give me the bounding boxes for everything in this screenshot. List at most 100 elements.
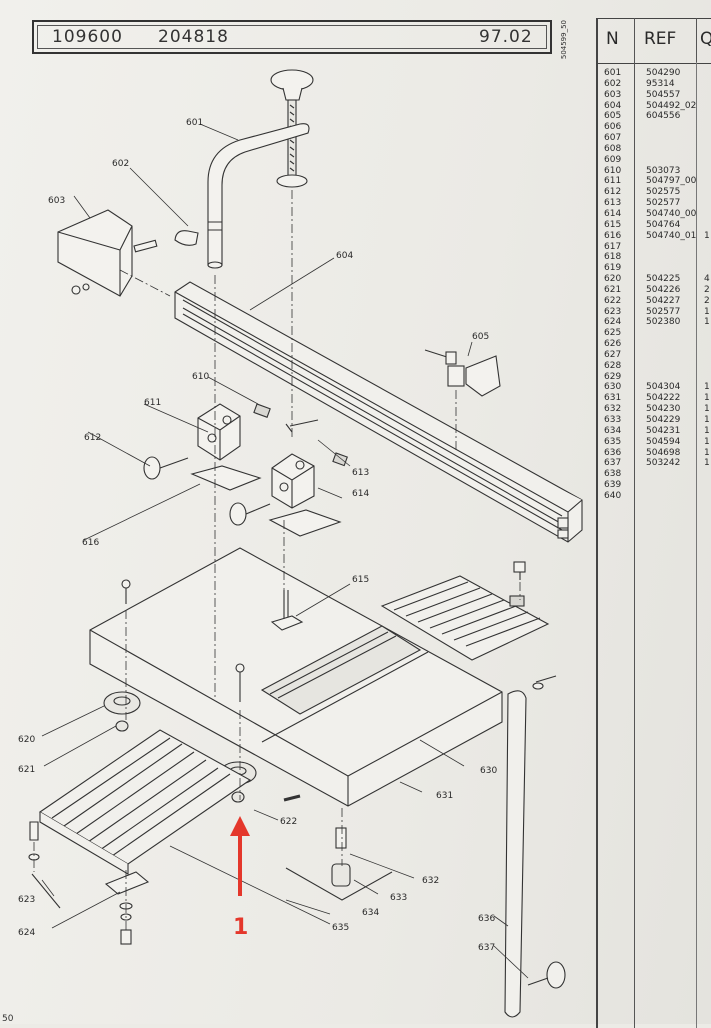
reference-code: 504797_00 <box>646 176 697 187</box>
reference-code: 504557 <box>646 89 681 100</box>
part-number: 634 <box>604 425 622 436</box>
callout-630: 630 <box>480 766 497 776</box>
reference-code: 504740_00 <box>646 208 697 219</box>
quantity: 2 <box>704 284 710 295</box>
part-number: 628 <box>604 360 622 371</box>
callout-636: 636 <box>478 914 495 924</box>
part-number: 636 <box>604 447 622 458</box>
callout-601: 601 <box>186 118 203 128</box>
column-ref: REF <box>644 29 677 49</box>
long-rod <box>504 675 566 1018</box>
part-number: 615 <box>604 219 622 230</box>
page-number: 50 <box>2 1014 14 1024</box>
part-number: 604 <box>604 100 622 111</box>
reference-code: 503073 <box>646 165 681 176</box>
callout-634: 634 <box>362 908 379 918</box>
part-number: 635 <box>604 436 622 447</box>
callout-620: 620 <box>18 735 35 745</box>
lock-lever <box>28 821 150 945</box>
reference-code: 504764 <box>646 219 681 230</box>
callout-624: 624 <box>18 928 35 938</box>
reference-code: 504222 <box>646 393 681 404</box>
end-block <box>57 209 158 297</box>
callout-605: 605 <box>472 332 489 342</box>
slide-block <box>197 403 315 509</box>
part-number: 612 <box>604 187 622 198</box>
callout-615: 615 <box>352 575 369 585</box>
quantity: 1 <box>704 306 710 317</box>
table-top <box>89 547 503 807</box>
callout-633: 633 <box>390 893 407 903</box>
callout-612: 612 <box>84 433 101 443</box>
reference-code: 504230 <box>646 404 681 415</box>
side-extension <box>38 729 252 875</box>
reference-code: 504226 <box>646 284 681 295</box>
callout-604: 604 <box>336 251 353 261</box>
part-number: 610 <box>604 165 622 176</box>
reference-code: 502577 <box>646 306 681 317</box>
part-number: 626 <box>604 339 622 350</box>
part-number: 632 <box>604 404 622 415</box>
quantity: 1 <box>704 458 710 469</box>
side-code: 504599_50 <box>560 20 568 60</box>
quantity: 1 <box>704 436 710 447</box>
clamp-knob <box>143 419 319 526</box>
exploded-diagram: 601 602 603 604 605 610 611 612 613 614 … <box>18 69 583 1018</box>
reference-code: 504304 <box>646 382 681 393</box>
part-number: 609 <box>604 154 622 165</box>
quantity: 1 <box>704 382 710 393</box>
quantity: 1 <box>704 404 710 415</box>
reference-code: 95314 <box>646 78 675 89</box>
part-number: 611 <box>604 176 622 187</box>
callout-622: 622 <box>280 817 297 827</box>
reference-code: 504740_01 <box>646 230 697 241</box>
reference-code: 502577 <box>646 198 681 209</box>
extension-fins <box>380 575 550 661</box>
fence-rail <box>174 281 583 543</box>
callout-613: 613 <box>352 468 369 478</box>
code-left: 109600 <box>52 27 123 47</box>
part-number: 620 <box>604 274 622 285</box>
part-number: 631 <box>604 393 622 404</box>
column-n: N <box>606 29 619 49</box>
part-number: 605 <box>604 111 622 122</box>
part-number: 639 <box>604 480 622 491</box>
quantity: 1 <box>704 230 710 241</box>
part-number: 627 <box>604 349 622 360</box>
part-number: 630 <box>604 382 622 393</box>
part-number: 618 <box>604 252 622 263</box>
part-number: 622 <box>604 295 622 306</box>
quantity: 1 <box>704 317 710 328</box>
reference-code: 504492_02 <box>646 100 697 111</box>
annotation-arrow <box>230 816 250 896</box>
part-number: 608 <box>604 143 622 154</box>
code-mid: 204818 <box>158 27 229 47</box>
part-number: 616 <box>604 230 622 241</box>
quantity: 1 <box>704 447 710 458</box>
part-number: 637 <box>604 458 622 469</box>
part-number: 602 <box>604 78 622 89</box>
quantity: 4 <box>704 274 710 285</box>
reference-code: 504229 <box>646 415 681 425</box>
callout-602: 602 <box>112 159 129 169</box>
reference-code: 504231 <box>646 425 681 436</box>
part-number: 617 <box>604 241 622 252</box>
quantity: 1 <box>704 393 710 404</box>
part-number: 614 <box>604 208 622 219</box>
part-number: 613 <box>604 198 622 209</box>
part-number: 633 <box>604 415 622 425</box>
part-number: 603 <box>604 89 622 100</box>
part-number: 624 <box>604 317 622 328</box>
part-number: 629 <box>604 371 622 382</box>
callout-616: 616 <box>82 538 99 548</box>
reference-code: 502575 <box>646 187 681 198</box>
reference-code: 604556 <box>646 111 681 122</box>
part-number: 623 <box>604 306 622 317</box>
annotation-label: 1 <box>233 915 249 940</box>
callout-632: 632 <box>422 876 439 886</box>
callout-623: 623 <box>18 895 35 905</box>
hold-down-arm <box>207 69 314 269</box>
date-code: 97.02 <box>479 27 533 47</box>
reference-code: 504290 <box>646 68 681 78</box>
